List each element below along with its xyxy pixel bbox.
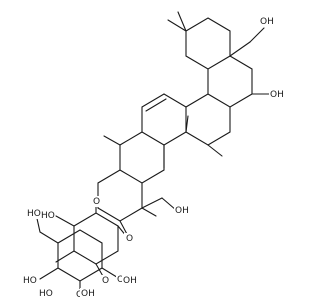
ho-ring2-b-label: HO bbox=[39, 289, 53, 299]
ho-ring2-a-label: HO bbox=[23, 276, 37, 286]
oh-ring2-c-label: OH bbox=[81, 289, 95, 299]
o-ring1-label: O bbox=[93, 197, 100, 207]
oh-mid-label: OH bbox=[175, 206, 189, 216]
sugar-ring-1 bbox=[55, 199, 128, 279]
atom-labels: OH OH OH O O O HO OH O HO HO HO OH OH bbox=[22, 15, 284, 300]
ho-chain-label: HO bbox=[27, 209, 41, 219]
oh-ring2-d-label: OH bbox=[123, 276, 137, 286]
triterpene-skeleton bbox=[97, 11, 273, 237]
o-glycosidic-label: O bbox=[102, 276, 109, 286]
o-ether-label: O bbox=[126, 234, 133, 244]
molecular-structure: OH OH OH O O O HO OH O HO HO HO OH OH bbox=[22, 11, 284, 300]
ho-ring1-left-label: HO bbox=[41, 211, 55, 221]
oh-top-right-label: OH bbox=[260, 17, 274, 27]
oh-right-label: OH bbox=[270, 90, 284, 100]
o-ring2-label: O bbox=[76, 290, 83, 300]
